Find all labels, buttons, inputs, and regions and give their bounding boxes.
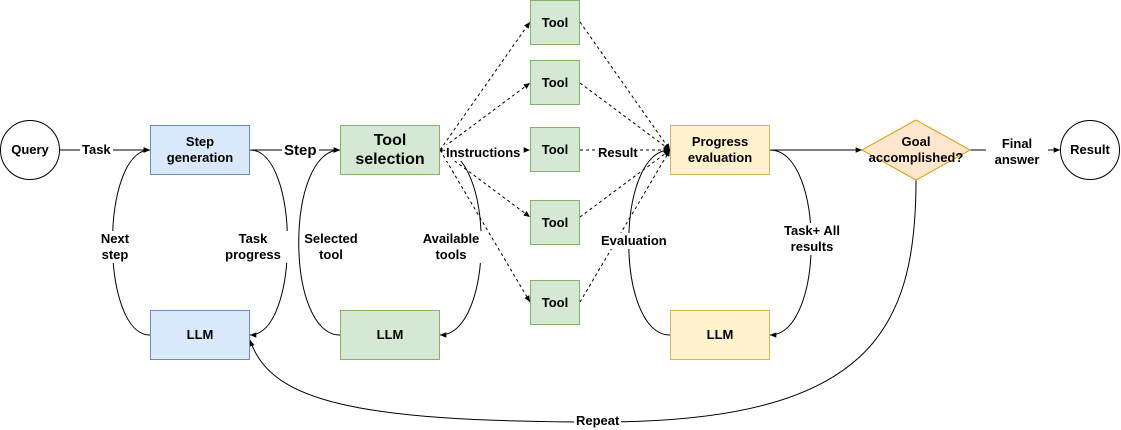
selected-tool-edge-label: Selected tool [300, 231, 362, 263]
tool-node: Tool [530, 0, 580, 45]
tool-node: Tool [530, 200, 580, 245]
task-edge-label: Task [80, 142, 113, 158]
result-edge-label: Result [596, 145, 640, 161]
progress-evaluation-label: Progress evaluation [687, 134, 753, 165]
step-generation-node: Step generation [150, 125, 250, 175]
llm-node-step: LLM [150, 310, 250, 360]
repeat-edge-label: Repeat [574, 413, 622, 429]
llm-node-tool: LLM [340, 310, 440, 360]
tool-node: Tool [530, 280, 580, 325]
llm-node-evaluation: LLM [670, 310, 770, 360]
step-generation-label: Step generation [166, 134, 234, 165]
edge-goal-repeat-to-llm [249, 179, 917, 423]
final-answer-edge-label: Final answer [986, 136, 1048, 168]
available-tools-edge-label: Available tools [418, 231, 484, 263]
task-progress-edge-label: Task progress [218, 231, 288, 263]
progress-evaluation-node: Progress evaluation [670, 125, 770, 175]
next-step-edge-label: Next step [92, 231, 138, 263]
tool-node: Tool [530, 60, 580, 105]
result-edges [579, 21, 671, 303]
evaluation-edge-label: Evaluation [600, 233, 668, 249]
edge-llm-to-tool-selection [298, 147, 341, 336]
instructions-edge-label: Instructions [445, 145, 522, 161]
tool-selection-node: Tool selection [340, 125, 440, 175]
tool-node: Tool [530, 127, 580, 172]
query-node: Query [0, 120, 60, 180]
result-node: Result [1060, 120, 1120, 180]
goal-diamond-shape [860, 119, 972, 181]
step-edge-label: Step [282, 142, 319, 159]
goal-accomplished-label: Goal accomplished? [868, 134, 964, 165]
task-all-results-edge-label: Task+ All results [772, 223, 852, 255]
tool-selection-label: Tool selection [355, 132, 425, 168]
